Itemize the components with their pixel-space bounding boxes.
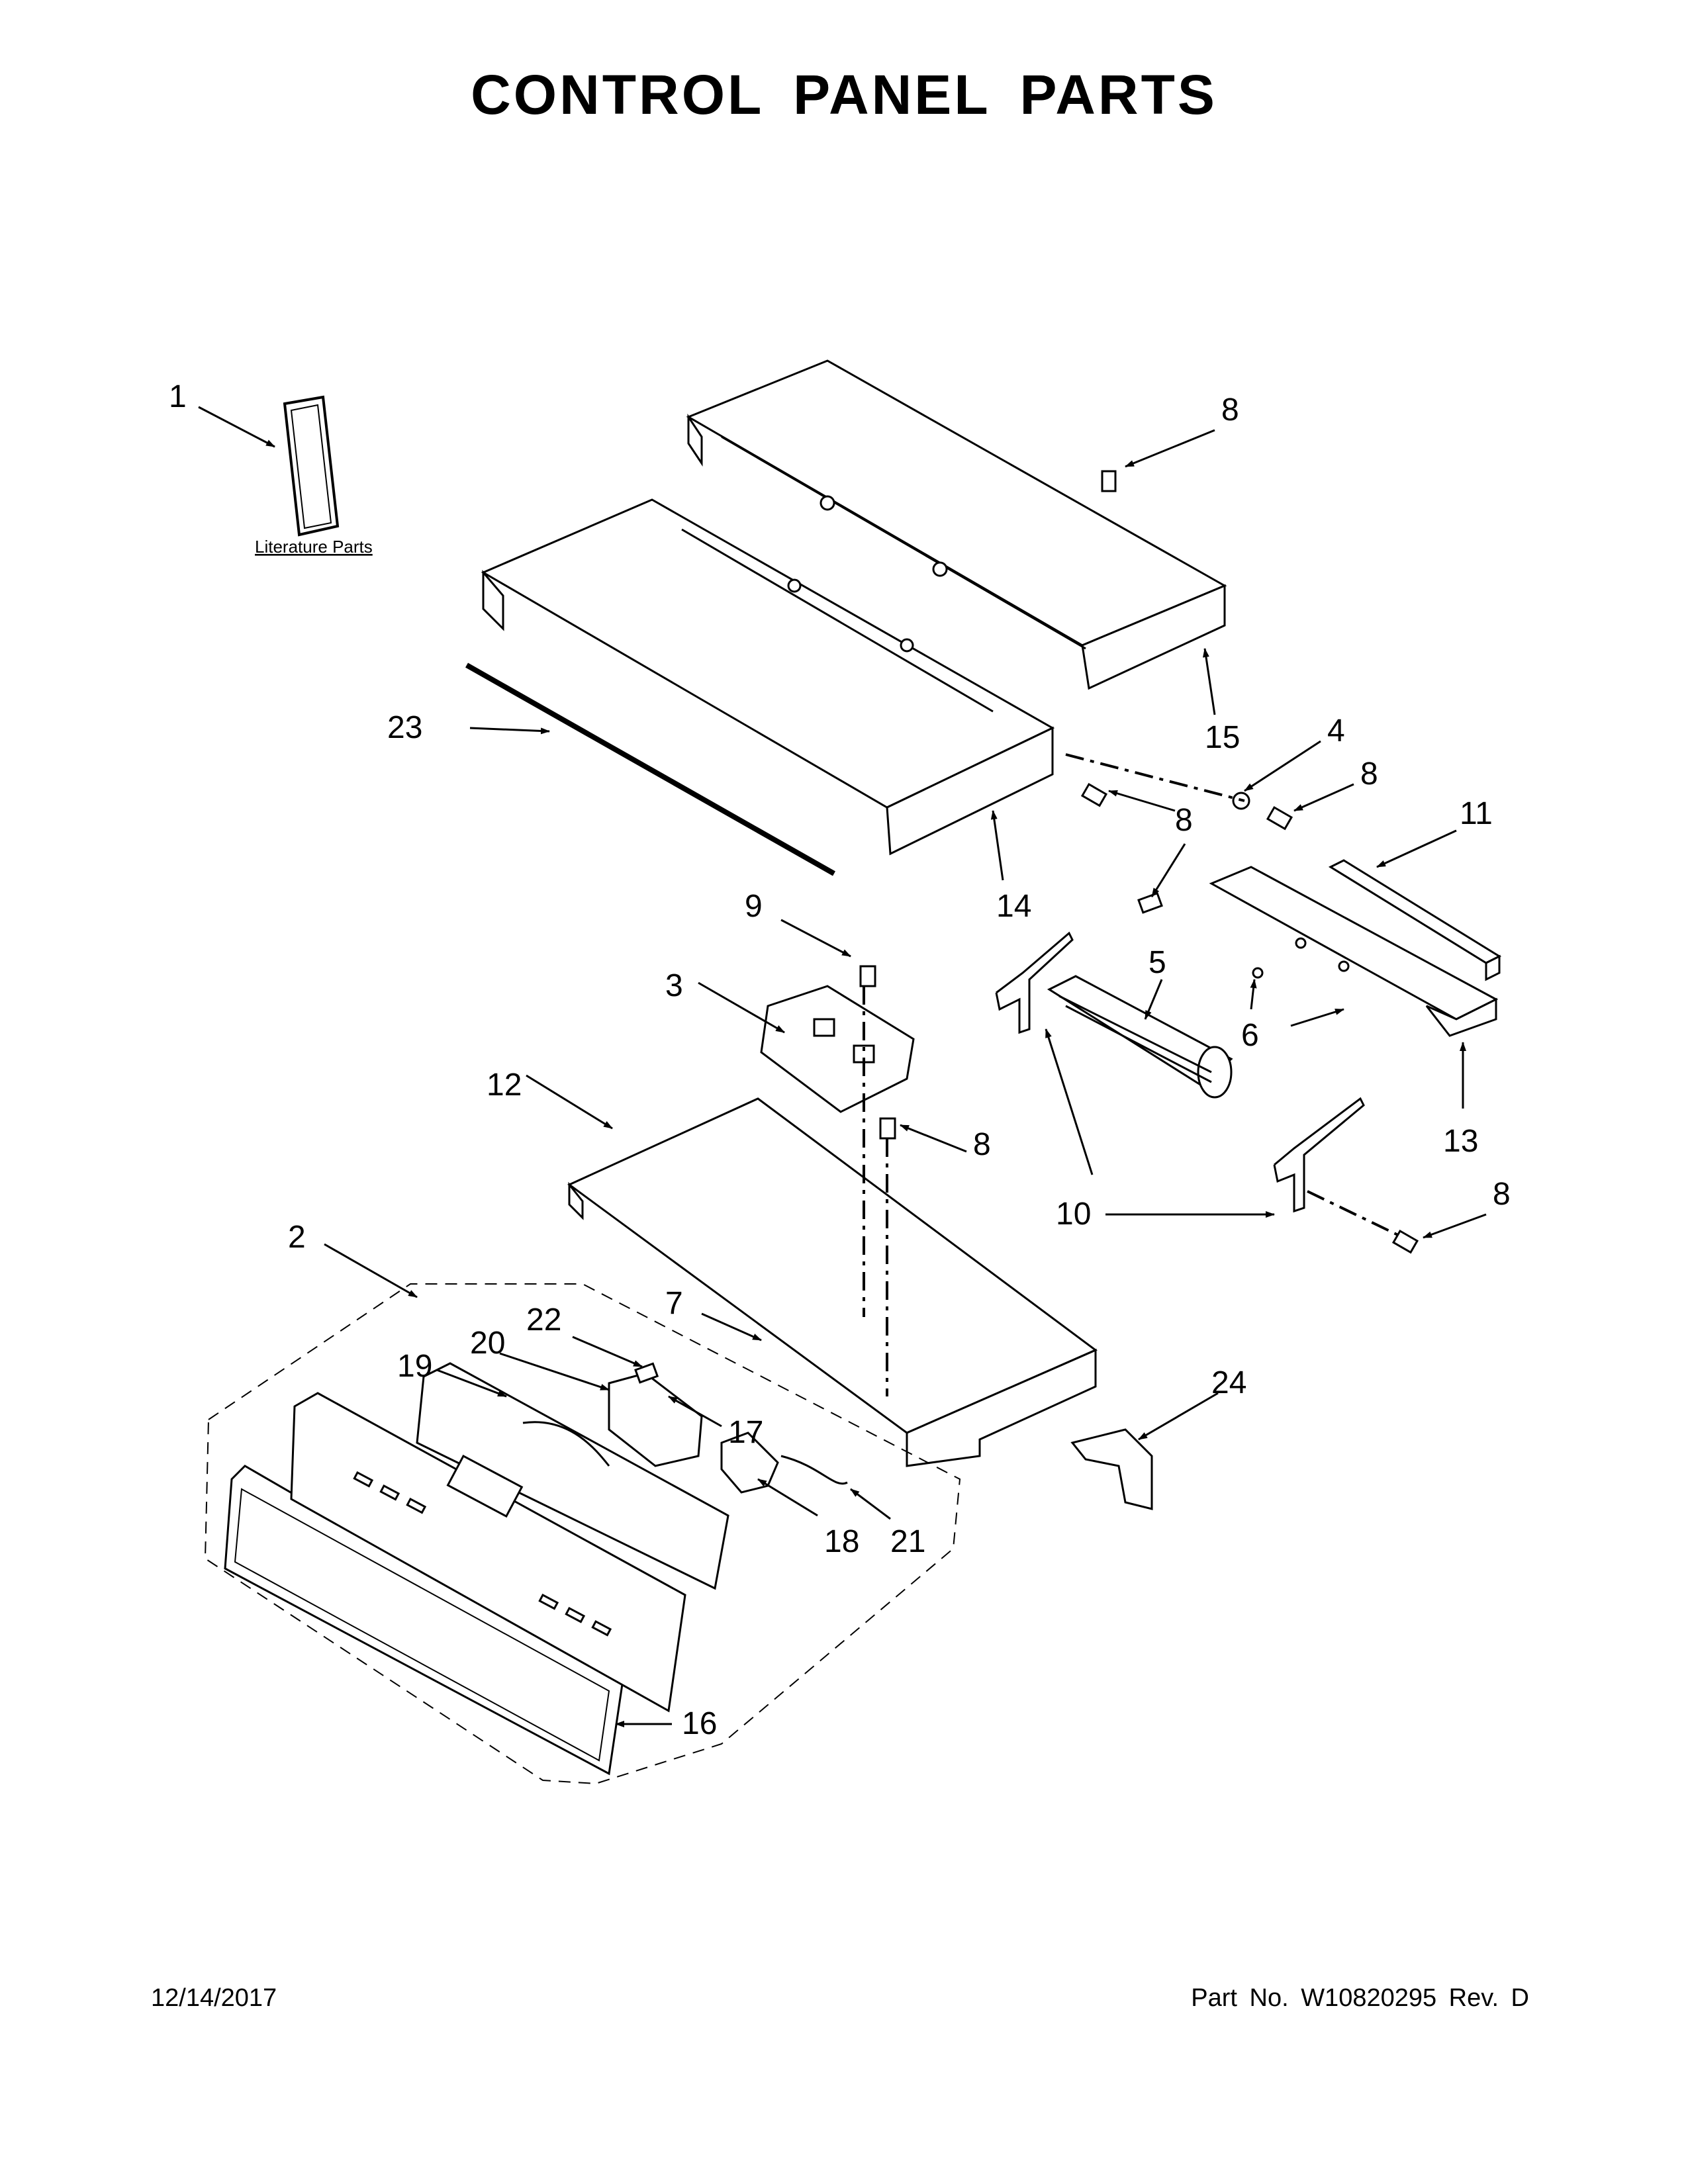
fan-bracket: [995, 931, 1365, 1213]
callout-15: 15: [1205, 720, 1240, 755]
console-frame: [224, 1465, 624, 1776]
callout-8-top: 8: [1221, 392, 1239, 428]
callout-8-bracket: 8: [1493, 1177, 1511, 1212]
console-assembly-outline: [204, 1283, 961, 1785]
callout-19: 19: [397, 1349, 432, 1384]
callout-13: 13: [1443, 1124, 1478, 1159]
leader-arrows: [198, 406, 1487, 1727]
wire-harness-2: [780, 1455, 848, 1485]
rear-top-panel: [686, 359, 1227, 690]
callout-4: 4: [1327, 713, 1345, 749]
control-board: [760, 985, 915, 1113]
blower-fan: [1047, 975, 1233, 1099]
callout-24: 24: [1211, 1365, 1246, 1400]
callout-8-shelf: 8: [1175, 803, 1193, 838]
callout-21: 21: [890, 1524, 925, 1559]
callout-3: 3: [665, 968, 683, 1003]
callout-2: 2: [288, 1220, 306, 1255]
callout-7: 7: [665, 1286, 683, 1321]
callout-10: 10: [1056, 1197, 1091, 1232]
callout-5: 5: [1149, 945, 1166, 980]
callout-22: 22: [526, 1302, 561, 1338]
callout-17: 17: [728, 1415, 763, 1450]
alignment-lines: [863, 753, 1404, 1396]
callout-6: 6: [1241, 1018, 1259, 1053]
callout-18: 18: [824, 1524, 859, 1559]
control-panel-base: [567, 1097, 1098, 1467]
touch-panel: [290, 1392, 686, 1713]
callout-16: 16: [682, 1706, 717, 1741]
callout-12: 12: [487, 1068, 522, 1103]
trim-strip: [465, 662, 835, 876]
gasket-strip: [1328, 859, 1502, 981]
display-board: [416, 1362, 729, 1590]
callout-1: 1: [169, 379, 187, 414]
literature-part: [283, 395, 340, 537]
callout-23: 23: [387, 710, 422, 745]
footer-part-number: Part No. W10820295 Rev. D: [1191, 1984, 1529, 2012]
callout-14: 14: [996, 889, 1031, 924]
footer-date: 12/14/2017: [151, 1984, 277, 2012]
interface-board: [608, 1372, 703, 1467]
callout-11: 11: [1460, 796, 1493, 831]
callout-8-washer: 8: [1360, 756, 1378, 792]
callout-8-board: 8: [973, 1127, 991, 1162]
top-shelf-panel: [481, 498, 1055, 856]
page-title: CONTROL PANEL PARTS: [471, 64, 1217, 126]
side-bracket: [1209, 866, 1499, 1037]
callout-9: 9: [745, 889, 763, 924]
literature-parts-label: Literature Parts: [255, 537, 373, 557]
wire-harness: [522, 1421, 610, 1467]
callout-20: 20: [470, 1326, 505, 1361]
small-bracket: [1070, 1428, 1153, 1510]
